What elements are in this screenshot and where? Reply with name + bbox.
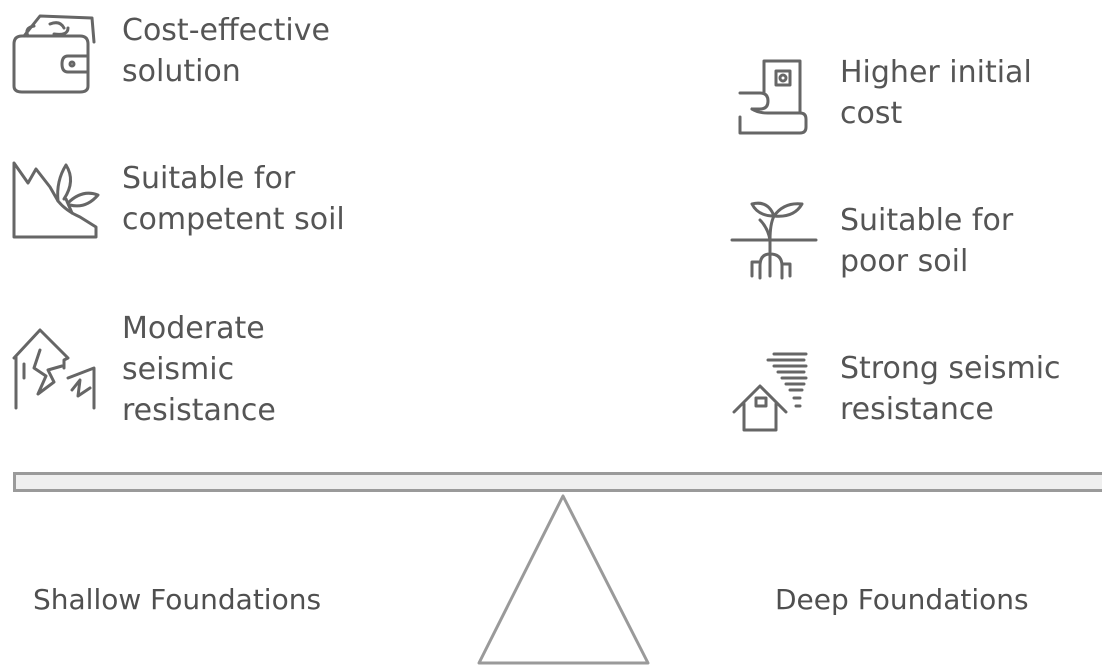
seesaw-beam [13, 472, 1102, 492]
wallet-icon [10, 8, 100, 94]
left-item-text: Suitable for competent soil [122, 161, 345, 237]
sprout-roots-icon [730, 196, 820, 284]
right-item-text: Suitable for poor soil [840, 203, 1014, 279]
hand-money-icon [738, 57, 813, 137]
house-wind-icon [732, 348, 817, 433]
deep-foundations-label: Deep Foundations [775, 583, 1029, 616]
right-item-text: Strong seismic resistance [840, 351, 1061, 427]
plant-slope-icon [10, 155, 105, 245]
left-item-text: Moderate seismic resistance [122, 311, 276, 428]
cracked-house-icon [10, 318, 105, 413]
shallow-foundations-label: Shallow Foundations [33, 583, 322, 616]
seesaw-fulcrum [476, 492, 651, 671]
right-item-text: Higher initial cost [840, 55, 1032, 131]
left-item-text: Cost-effective solution [122, 13, 330, 89]
